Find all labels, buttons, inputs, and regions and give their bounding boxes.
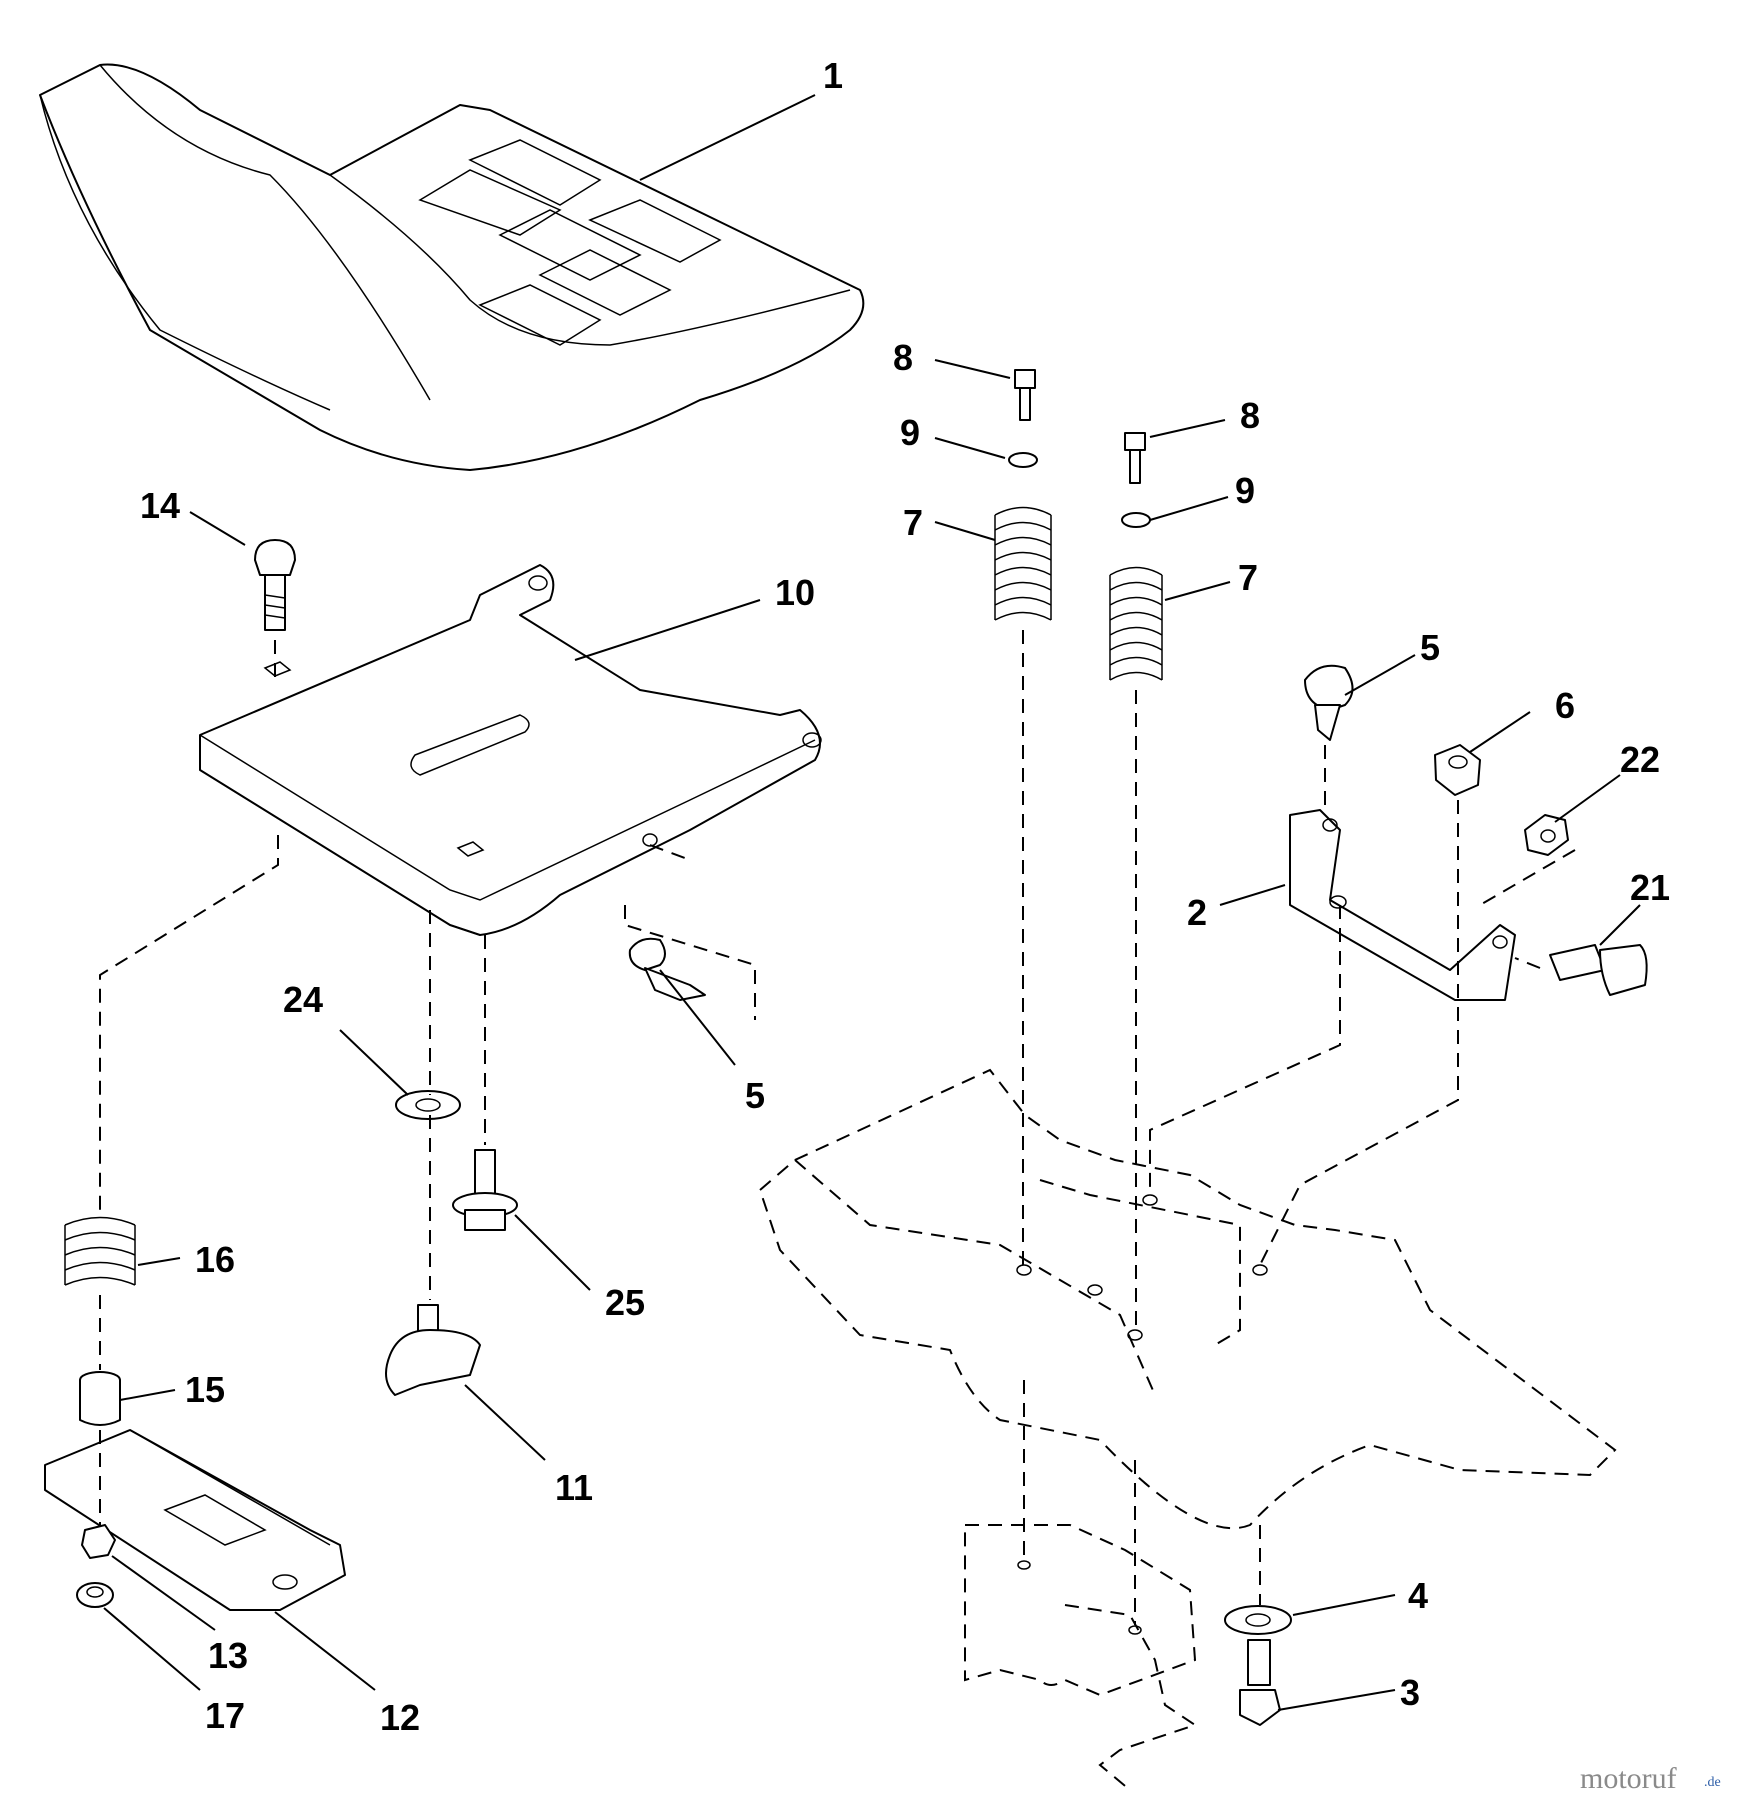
svg-text:motoruf: motoruf (1580, 1762, 1677, 1795)
callout-25: 25 (605, 1282, 645, 1323)
callout-14: 14 (140, 485, 180, 526)
wire-clip-right-part (1304, 664, 1354, 741)
callout-5-left: 5 (745, 1075, 765, 1116)
callout-5-right: 5 (1420, 627, 1440, 668)
spring-left-part (994, 369, 1052, 621)
hex-nut-part (1524, 814, 1569, 856)
callout-9-left: 9 (900, 412, 920, 453)
watermark-logo: motoruf .de (1580, 1762, 1721, 1795)
leader-lines (103, 94, 1641, 1711)
flat-washer-part (395, 1090, 461, 1120)
nut-small-part (81, 1524, 116, 1559)
callout-1: 1 (823, 55, 843, 96)
spacer-part (79, 1371, 121, 1426)
callout-15: 15 (185, 1369, 225, 1410)
svg-text:.de: .de (1704, 1775, 1721, 1790)
callout-11: 11 (555, 1467, 593, 1508)
spring-right-part (1109, 432, 1163, 681)
wire-clip-left-part (628, 937, 706, 1001)
callout-labels: 1 14 10 8 9 7 8 9 7 5 6 22 21 2 5 24 25 … (140, 55, 1670, 1738)
seat-part (39, 63, 865, 471)
slide-plate-part (44, 1429, 346, 1611)
flange-nut-part (76, 1582, 114, 1608)
callout-24: 24 (283, 979, 323, 1020)
assembly-lines (99, 630, 1576, 1625)
carriage-bolt-part (254, 539, 296, 631)
callout-8-left: 8 (893, 337, 913, 378)
frame-outline (758, 1068, 1617, 1791)
hex-bolt-part (1239, 1639, 1281, 1726)
bracket-part (1289, 809, 1516, 1001)
callout-17: 17 (205, 1695, 245, 1736)
callout-16: 16 (195, 1239, 235, 1280)
callout-2: 2 (1187, 892, 1207, 933)
callout-21: 21 (1630, 867, 1670, 908)
callout-4: 4 (1408, 1575, 1428, 1616)
callout-9-right: 9 (1235, 470, 1255, 511)
watermark-suffix: .de (1704, 1775, 1721, 1790)
callout-7-left: 7 (903, 502, 923, 543)
callout-22: 22 (1620, 739, 1660, 780)
watermark-brand: motoruf (1580, 1762, 1677, 1795)
callout-12: 12 (380, 1697, 420, 1738)
callout-3: 3 (1400, 1672, 1420, 1713)
lock-nut-part (1434, 744, 1481, 796)
callout-7-right: 7 (1238, 557, 1258, 598)
callout-13: 13 (208, 1635, 248, 1676)
knob-part (385, 1304, 481, 1396)
small-spring-part (64, 1216, 136, 1286)
callout-10: 10 (775, 572, 815, 613)
callout-8-right: 8 (1240, 395, 1260, 436)
seat-pan-part (199, 564, 822, 936)
shoulder-screw-part (452, 1149, 518, 1231)
callout-6: 6 (1555, 685, 1575, 726)
washer-part (1224, 1605, 1292, 1635)
shoulder-bolt-part (1549, 944, 1648, 996)
